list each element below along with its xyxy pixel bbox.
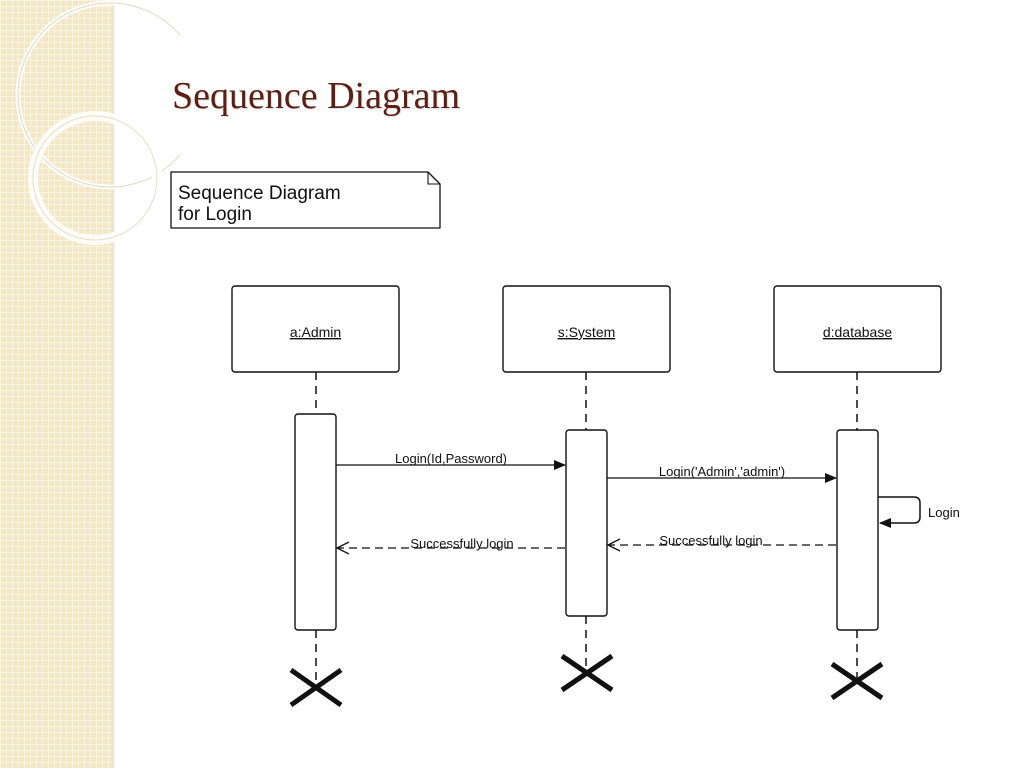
lifeline-database-label: d:database — [823, 324, 892, 340]
activation-system — [565, 429, 608, 617]
message-login-query: Login('Admin','admin') — [607, 464, 837, 483]
message-reply-system-label: Successfully login — [410, 536, 513, 551]
lifeline-admin: a:Admin — [231, 285, 400, 708]
message-self-login: Login — [878, 496, 960, 528]
destroy-x-system — [560, 653, 614, 693]
message-reply-database: Successfully login — [608, 533, 836, 548]
lifeline-database: d:database — [773, 285, 942, 701]
destroy-x-admin — [289, 667, 343, 708]
lifeline-system: s:System — [502, 285, 671, 693]
activation-database — [836, 429, 879, 631]
lifeline-admin-label: a:Admin — [290, 324, 341, 340]
slide-title: Sequence Diagram — [172, 75, 461, 117]
note-line-2: for Login — [178, 204, 252, 225]
message-self-login-arrow — [878, 496, 921, 528]
lifeline-system-label: s:System — [558, 324, 616, 340]
message-login-credentials: Login(Id,Password) — [336, 451, 566, 470]
message-self-login-label: Login — [928, 505, 960, 520]
side-strip-edge — [112, 0, 116, 768]
message-login-query-label: Login('Admin','admin') — [659, 464, 785, 479]
decorative-rings — [15, 0, 180, 245]
destroy-x-database — [830, 661, 884, 701]
message-login-credentials-label: Login(Id,Password) — [395, 451, 507, 466]
message-reply-system: Successfully login — [337, 536, 565, 551]
note-line-1: Sequence Diagram — [178, 183, 341, 204]
message-reply-database-label: Successfully login — [659, 533, 762, 548]
activation-admin — [294, 413, 337, 631]
diagram-note: Sequence Diagram for Login — [170, 171, 441, 229]
